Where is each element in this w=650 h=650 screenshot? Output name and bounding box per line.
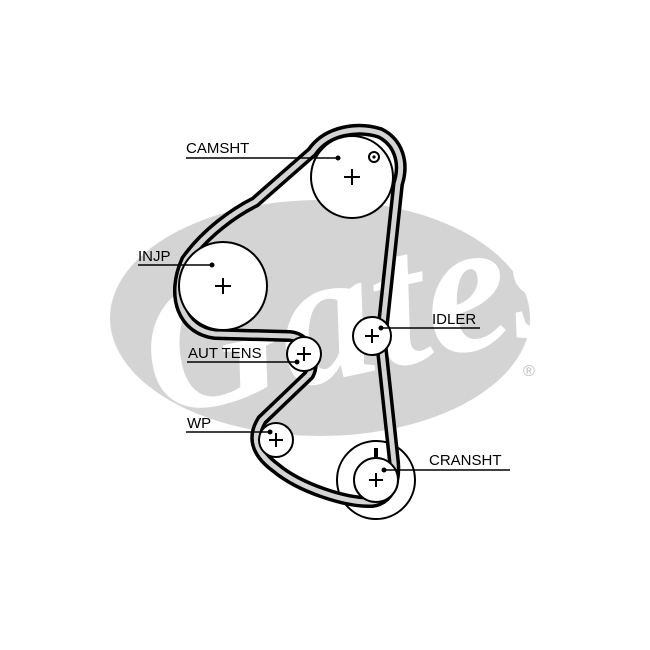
label-camsht: CAMSHT xyxy=(186,140,249,157)
label-idler: IDLER xyxy=(432,311,476,328)
timing-mark-icon xyxy=(368,151,380,163)
crankshaft-pulley xyxy=(353,448,399,503)
idler-pulley xyxy=(352,316,392,356)
label-wp: WP xyxy=(187,415,211,432)
water-pump-pulley xyxy=(258,422,294,458)
injection-pump-pulley xyxy=(178,241,268,331)
label-cransht: CRANSHT xyxy=(429,452,502,469)
leader-lines xyxy=(138,157,510,471)
label-injp: INJP xyxy=(138,248,171,265)
auto-tensioner-pulley xyxy=(286,336,322,372)
leader-dots xyxy=(209,155,387,473)
crank-timing-mark xyxy=(374,448,378,457)
crankshaft-flange xyxy=(336,440,416,520)
label-aut-tens: AUT TENS xyxy=(188,345,262,362)
registered-mark: ® xyxy=(523,363,535,380)
camshaft-pulley xyxy=(310,135,394,219)
